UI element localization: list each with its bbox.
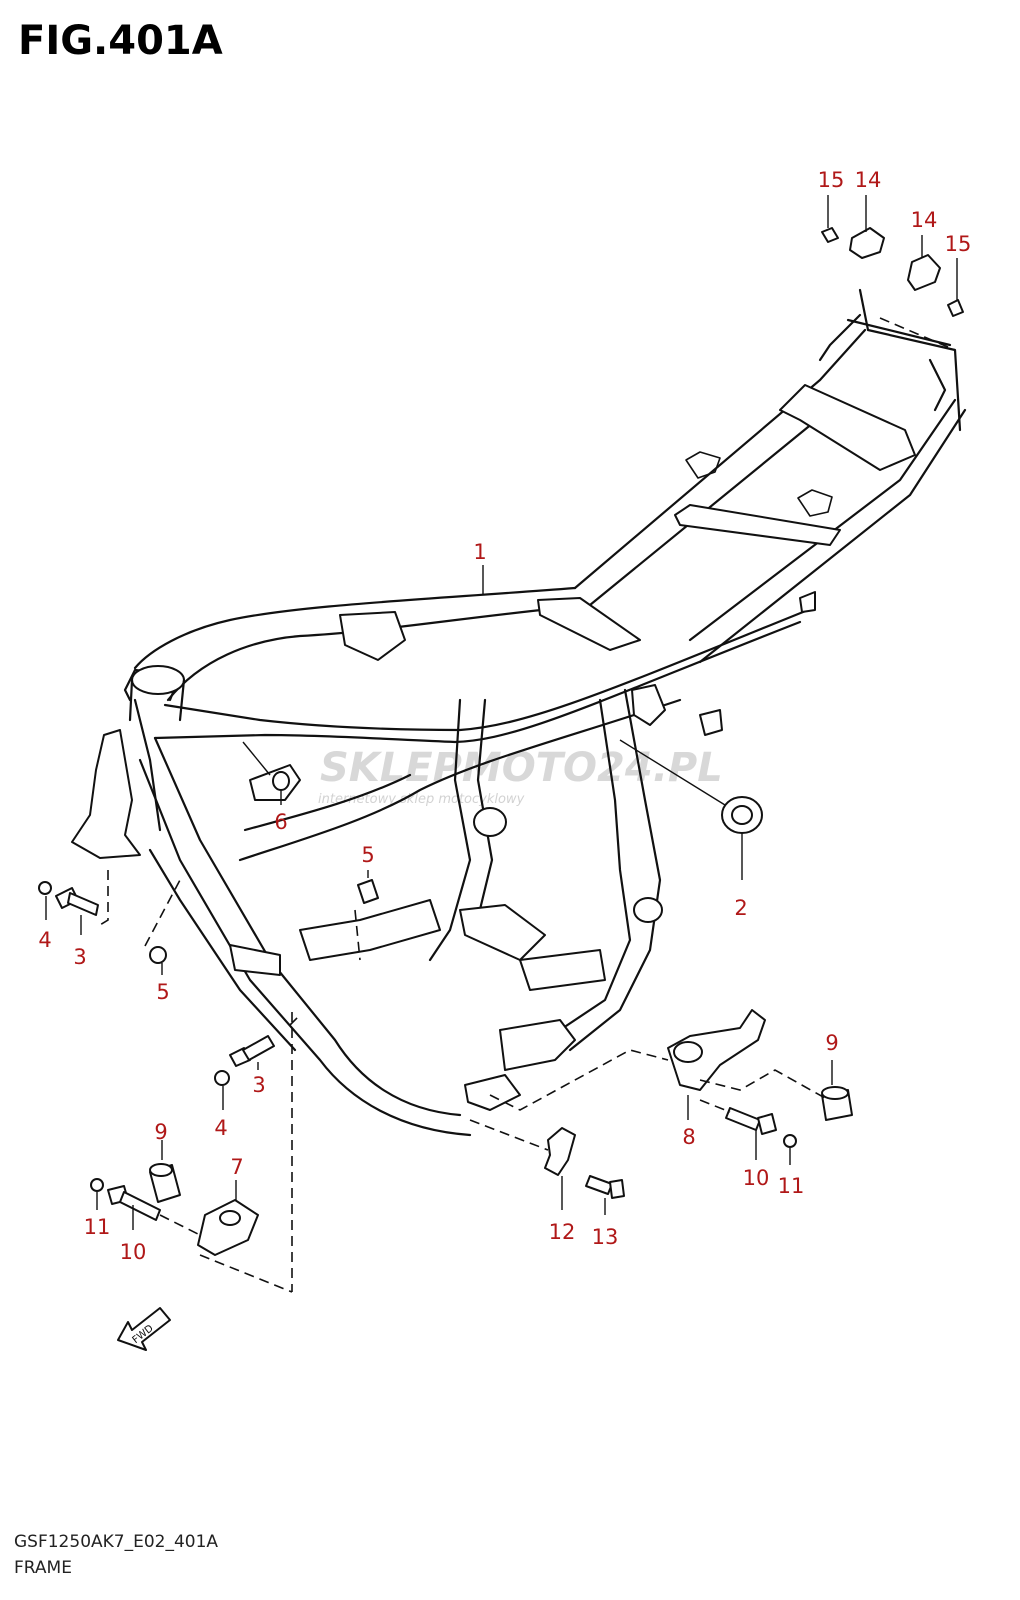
leader-lines — [45, 195, 958, 1293]
part-3-bolt-lower — [229, 1035, 275, 1067]
part-11-nut-right — [783, 1134, 797, 1148]
callout-10-left: 10 — [119, 1240, 147, 1264]
callout-15-top: 15 — [817, 168, 845, 192]
callout-13: 13 — [591, 1225, 619, 1249]
part-5-nut-left — [149, 946, 167, 964]
callout-5-center: 5 — [361, 843, 375, 867]
watermark-brand: SKLEPMOTO24.PL — [320, 745, 723, 791]
callout-9-right: 9 — [825, 1031, 839, 1055]
part-9-bushing-right — [821, 1086, 853, 1121]
callout-8: 8 — [682, 1125, 696, 1149]
callout-4-upper: 4 — [38, 928, 52, 952]
callout-4-lower: 4 — [214, 1116, 228, 1140]
callout-9-left: 9 — [154, 1120, 168, 1144]
callout-3-lower: 3 — [252, 1073, 266, 1097]
callout-14-top: 14 — [854, 168, 882, 192]
watermark-tagline: internetowy sklep motocyklowy — [318, 792, 525, 807]
part-2-grommet — [721, 796, 763, 834]
frame-body — [71, 288, 967, 1137]
part-5-nut-center — [357, 879, 379, 904]
callout-6: 6 — [274, 810, 288, 834]
callout-5-left: 5 — [156, 980, 170, 1004]
callout-2: 2 — [734, 896, 748, 920]
callout-11-left: 11 — [83, 1215, 111, 1239]
part-10-bolt-left — [107, 1185, 161, 1221]
part-4-nut-lower — [214, 1070, 230, 1086]
part-6-plug — [272, 771, 290, 791]
part-14-cover-top — [849, 227, 885, 259]
part-10-bolt-right — [725, 1107, 777, 1135]
part-15-bolt-top — [821, 227, 839, 243]
callout-1: 1 — [473, 540, 487, 564]
part-8-bracket — [667, 1009, 766, 1091]
part-3-bolt-upper — [55, 887, 99, 916]
part-12-bracket — [544, 1127, 576, 1176]
callout-12: 12 — [548, 1220, 576, 1244]
part-11-nut-left — [90, 1178, 104, 1192]
callout-7: 7 — [230, 1155, 244, 1179]
figure-name: FRAME — [14, 1558, 72, 1578]
part-14-cover-right — [907, 254, 941, 291]
figure-title: FIG.401A — [18, 18, 223, 64]
part-7-bracket — [197, 1199, 259, 1256]
part-15-bolt-right — [947, 299, 964, 317]
part-13-bolt — [585, 1175, 625, 1199]
callout-15-right: 15 — [944, 232, 972, 256]
part-4-nut-upper — [38, 881, 52, 895]
callout-11-right: 11 — [777, 1174, 805, 1198]
figure-code: GSF1250AK7_E02_401A — [14, 1532, 219, 1552]
part-9-bushing-left — [149, 1163, 181, 1203]
callout-10-right: 10 — [742, 1166, 770, 1190]
callout-14-right: 14 — [910, 208, 938, 232]
callout-3-upper: 3 — [73, 945, 87, 969]
fwd-arrow-icon: FWD — [117, 1307, 171, 1351]
